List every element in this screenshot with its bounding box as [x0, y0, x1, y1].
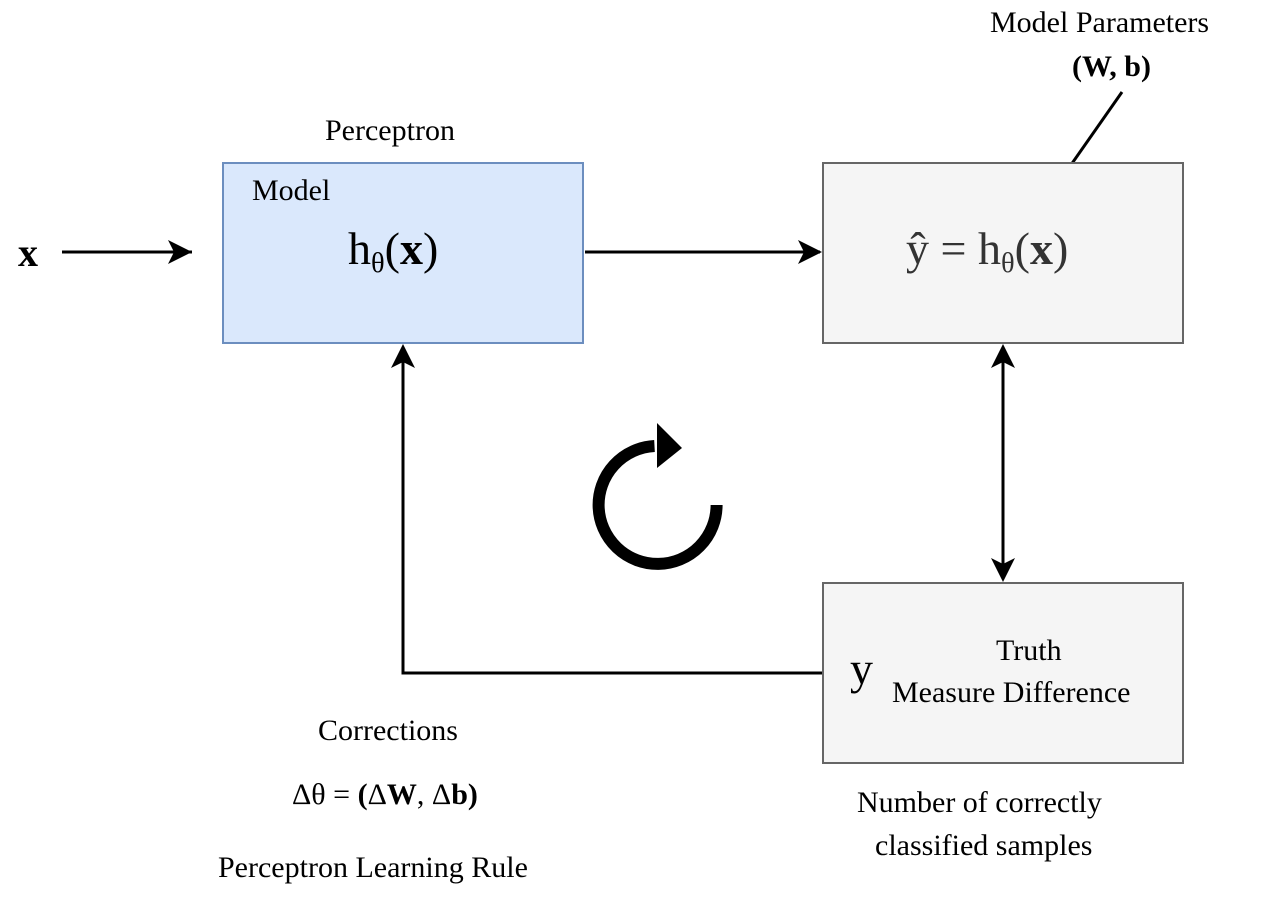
- feedback-arrow: [401, 350, 822, 675]
- parameters-title: Model Parameters: [990, 6, 1210, 39]
- model-function: hθ(x): [348, 223, 439, 279]
- truth-subtitle: Measure Difference: [892, 676, 1131, 709]
- truth-caption-line1: Number of correctly: [857, 786, 1102, 819]
- prediction-box: ŷ = hθ(x): [822, 162, 1184, 344]
- input-x: x: [18, 230, 38, 275]
- refresh-icon: [592, 423, 723, 570]
- parameters-symbols: (W, b): [1072, 50, 1151, 83]
- corrections-formula: Δθ = (ΔW, Δb): [292, 778, 478, 811]
- perceptron-title: Perceptron: [325, 114, 455, 147]
- truth-box: y Truth Measure Difference: [822, 582, 1184, 764]
- corrections-title: Corrections: [318, 714, 458, 747]
- model-box: Model hθ(x): [222, 162, 584, 344]
- prediction-equation: ŷ = hθ(x): [906, 223, 1069, 279]
- truth-caption-line2: classified samples: [875, 829, 1093, 862]
- truth-title: Truth: [996, 634, 1062, 667]
- model-label: Model: [252, 174, 331, 207]
- learning-rule-label: Perceptron Learning Rule: [218, 851, 528, 884]
- truth-symbol: y: [850, 643, 873, 694]
